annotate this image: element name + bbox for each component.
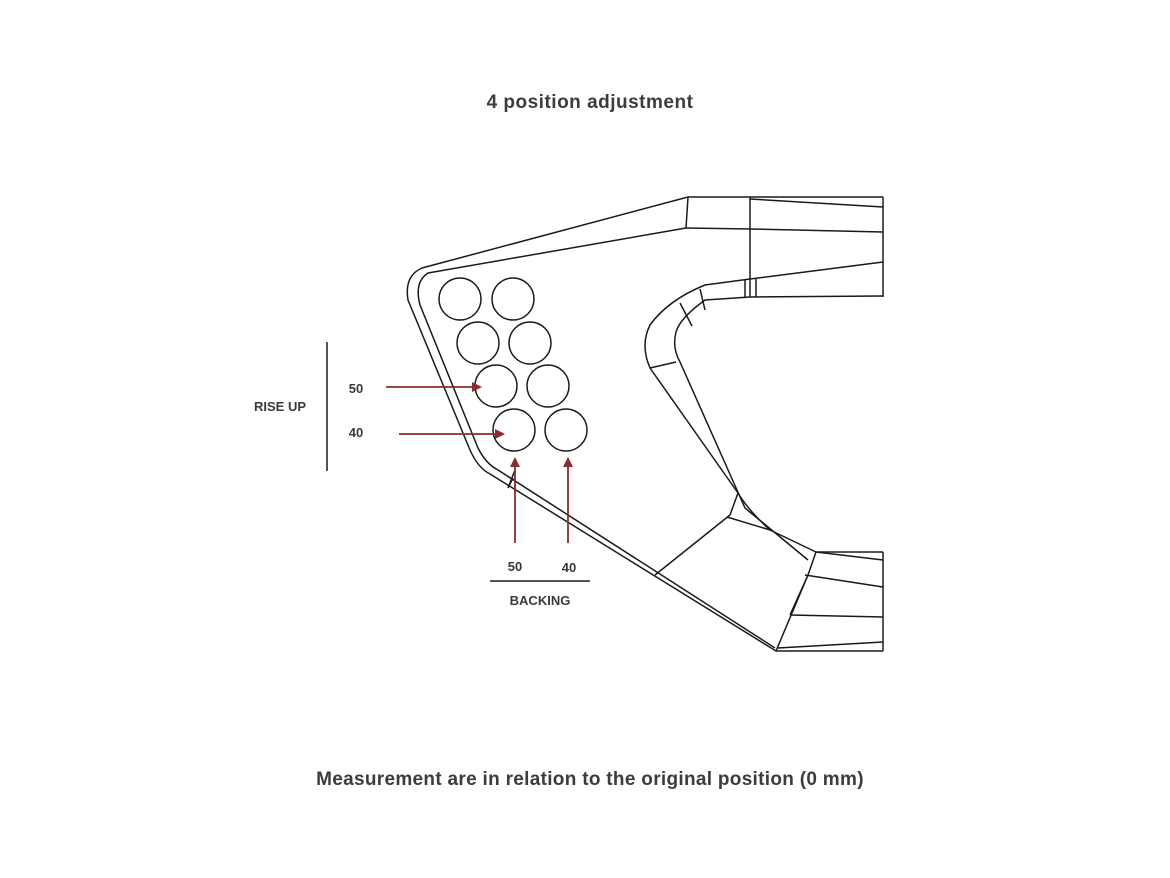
bracket-outer-edge [406, 196, 883, 652]
mounting-holes [438, 277, 588, 452]
diagram-title: 4 position adjustment [486, 92, 694, 113]
backing-label: BACKING [510, 593, 571, 608]
hole [526, 364, 570, 408]
rise-up-label: RISE UP [254, 399, 306, 414]
measurement-caption: Measurement are in relation to the origi… [316, 769, 864, 790]
rise-up-value-40: 40 [349, 425, 363, 440]
hole [456, 321, 500, 365]
bracket-outline [406, 196, 884, 652]
hole [508, 321, 552, 365]
hole [491, 277, 535, 321]
hole [492, 408, 536, 452]
hole [544, 408, 588, 452]
backing-value-50: 50 [508, 559, 522, 574]
bracket-inner-edge [417, 196, 776, 649]
bracket-cutout [644, 261, 884, 553]
hole [474, 364, 518, 408]
hole [438, 277, 482, 321]
rise-up-value-50: 50 [349, 381, 363, 396]
bracket-cutout-inner [673, 295, 884, 561]
backing-value-40: 40 [562, 560, 576, 575]
